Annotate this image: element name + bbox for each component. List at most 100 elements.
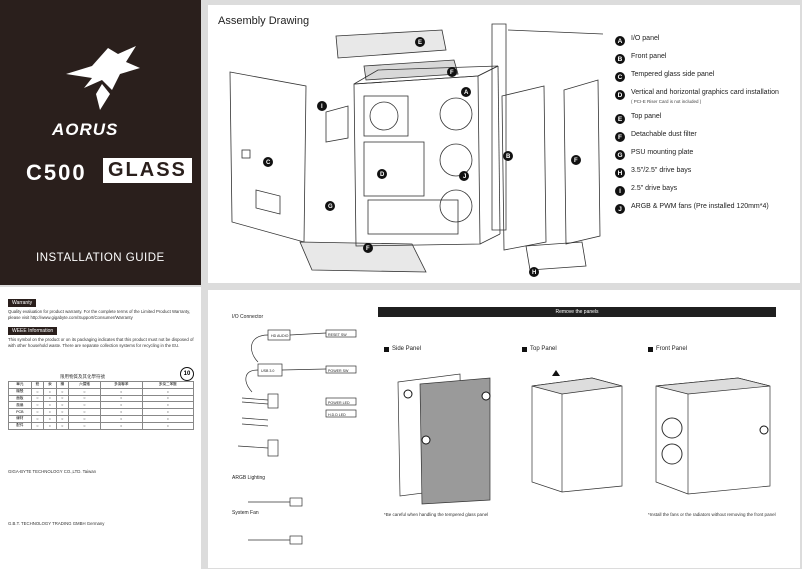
svg-text:G: G	[328, 204, 333, 210]
legend-text: I/O panel	[631, 35, 660, 42]
weee-section: WEEE Information This symbol on the prod…	[8, 319, 194, 348]
connector-drawings: HD AUDIO USB 3.0 POWER SW RESET SW POWER…	[237, 329, 357, 545]
top-panel-text: Top Panel	[530, 346, 557, 352]
legend-key: A	[615, 36, 625, 46]
table-row: 面板○○○○○○	[8, 394, 195, 403]
table-cell: ○	[99, 394, 143, 403]
table-cell: ○	[55, 421, 70, 430]
table-cell: 多溴聯苯	[99, 381, 143, 389]
legend-key: G	[615, 150, 625, 160]
bullet-square-icon	[648, 346, 653, 352]
table-cell: ○	[55, 408, 70, 416]
model-suffix: GLASS	[103, 158, 192, 183]
table-cell: 鉛	[30, 381, 45, 389]
legend-text: Vertical and horizontal graphics card in…	[631, 89, 779, 106]
legend-text: 3.5"/2.5" drive bays	[631, 167, 692, 174]
table-cell: ○	[68, 414, 101, 423]
warranty-heading: Warranty	[8, 299, 37, 307]
connector-hdd-led: H.D.D LED	[328, 413, 346, 417]
connector-reset-sw: RESET SW	[328, 333, 347, 337]
table-cell: ○	[30, 394, 45, 403]
connector-power-led: POWER LED	[328, 401, 350, 405]
assembly-panel: Assembly Drawing	[208, 5, 800, 283]
table-cell: ○	[141, 408, 195, 416]
table-row: 單元鉛汞鎘六價鉻多溴聯苯多溴二苯醚	[8, 381, 195, 389]
svg-text:E: E	[418, 40, 422, 46]
table-cell: ○	[99, 414, 143, 423]
table-cell: 鎘	[55, 381, 70, 389]
installation-guide-title: INSTALLATION GUIDE	[36, 252, 165, 264]
legend-main-text: Vertical and horizontal graphics card in…	[631, 89, 779, 96]
table-cell: ○	[43, 408, 57, 416]
warranty-text: Quality evaluation for product warranty.…	[8, 309, 191, 320]
table-cell: PCB	[8, 408, 32, 416]
table-cell: ○	[141, 387, 195, 396]
legend-key: I	[615, 186, 625, 196]
table-cell: ○	[30, 401, 45, 410]
legend-text: Tempered glass side panel	[631, 71, 715, 78]
table-cell: ○	[43, 401, 57, 410]
model-prefix: C500	[26, 160, 87, 185]
svg-text:C: C	[266, 160, 271, 166]
svg-text:F: F	[574, 158, 578, 164]
legend-item-f: F Detachable dust filter	[615, 131, 799, 142]
legend-item-h: H 3.5"/2.5" drive bays	[615, 167, 799, 178]
legend-text: Front panel	[631, 53, 667, 60]
legend-item-c: C Tempered glass side panel	[615, 71, 799, 82]
front-panel-label: Front Panel	[648, 346, 687, 352]
system-fan-label: System Fan	[232, 510, 259, 516]
table-cell: ○	[43, 394, 57, 403]
svg-text:F: F	[450, 70, 454, 76]
legend-text: ARGB & PWM fans (Pre installed 120mm*4)	[631, 203, 769, 210]
table-cell: ○	[141, 401, 195, 410]
legend-key: H	[615, 168, 625, 178]
table-row: 機殼○○○○○○	[8, 387, 195, 396]
argb-lighting-label: ARGB Lighting	[232, 475, 266, 481]
table-title: 限用物質及其化學符號	[60, 374, 105, 379]
top-panel-removal-drawing	[531, 370, 623, 493]
table-cell: ○	[55, 394, 70, 403]
substance-table: 單元鉛汞鎘六價鉻多溴聯苯多溴二苯醚 機殼○○○○○○ 面板○○○○○○ 風扇○○…	[8, 381, 195, 430]
svg-text:B: B	[506, 154, 511, 160]
legend-text: Detachable dust filter	[631, 131, 697, 138]
table-cell: ○	[55, 387, 70, 396]
legend-key: C	[615, 72, 625, 82]
table-cell: ○	[43, 387, 57, 396]
table-cell: ○	[30, 421, 45, 430]
address-1: GIGA-BYTE TECHNOLOGY CO.,LTD. Taiwan	[8, 469, 97, 474]
side-panel-label: Side Panel	[384, 346, 421, 352]
svg-text:J: J	[463, 174, 466, 180]
table-row: 風扇○○○○○○	[8, 401, 195, 410]
table-cell: ○	[30, 387, 45, 396]
legend-key: F	[615, 132, 625, 142]
table-cell: 面板	[8, 394, 32, 403]
side-panel-text: Side Panel	[392, 346, 422, 352]
cover-panel: AORUS C500 GLASS INSTALLATION GUIDE	[0, 0, 201, 285]
front-panel-text: Front Panel	[656, 346, 688, 352]
connector-power-sw: POWER SW	[328, 369, 349, 373]
svg-text:A: A	[464, 90, 469, 96]
legend-key: J	[615, 204, 625, 214]
brand-name: AORUS	[52, 120, 119, 139]
table-cell: ○	[99, 387, 143, 396]
table-cell: 多溴二苯醚	[141, 381, 195, 389]
table-cell: ○	[141, 394, 195, 403]
svg-text:I: I	[321, 104, 323, 110]
address-2: G.B.T. TECHNOLOGY TRADING GMBH Germany	[8, 521, 105, 526]
table-cell: ○	[55, 401, 70, 410]
remove-panels-bar: Remove the panels	[378, 307, 776, 317]
legend-note: ( PCI-E Riser Card is not included )	[631, 98, 702, 104]
legend-text: Top panel	[631, 113, 662, 120]
front-panel-caption: *Install the fans or the radiators witho…	[648, 512, 776, 517]
table-cell: ○	[55, 414, 70, 423]
table-cell: 單元	[8, 381, 32, 389]
svg-text:F: F	[366, 246, 370, 252]
table-row: PCB○○○○○○	[8, 408, 195, 416]
front-panel-removal-drawing	[655, 377, 771, 495]
table-cell: 線材	[8, 414, 32, 423]
table-cell: 風扇	[8, 401, 32, 410]
assembly-title: Assembly Drawing	[218, 15, 310, 27]
